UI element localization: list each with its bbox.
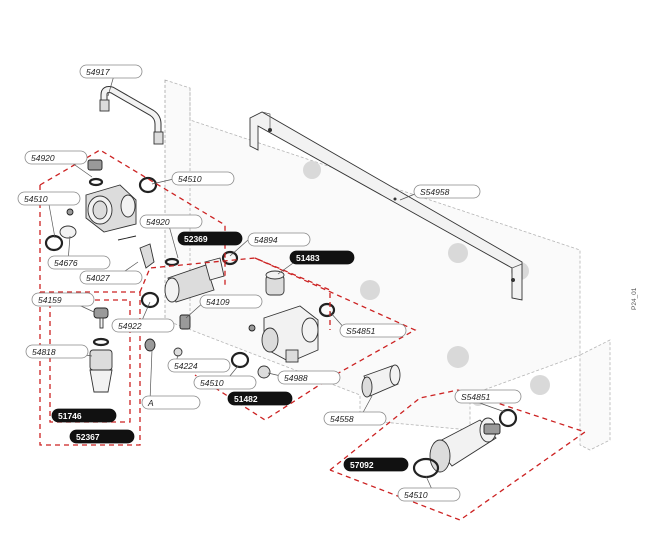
label-54159: 54159 <box>31 292 95 307</box>
svg-text:A: A <box>147 398 154 408</box>
svg-text:57092: 57092 <box>350 460 374 470</box>
svg-text:54988: 54988 <box>284 373 308 383</box>
center-fitting-group <box>140 250 239 357</box>
svg-text:54109: 54109 <box>206 297 230 307</box>
label-S54958: S54958 <box>413 184 481 199</box>
label-54558: 54558 <box>323 411 387 426</box>
svg-text:54558: 54558 <box>330 414 354 424</box>
cartridge-left <box>89 307 113 393</box>
label-54894: 54894 <box>247 232 311 247</box>
svg-text:54159: 54159 <box>38 295 62 305</box>
label-54920: 54920 <box>24 150 88 165</box>
svg-text:51482: 51482 <box>234 394 258 404</box>
drawing-code: P24_01 <box>631 287 638 310</box>
svg-text:54224: 54224 <box>174 361 198 371</box>
label-S54851: S54851 <box>454 389 522 404</box>
connector-fitting <box>361 364 401 398</box>
bent-pipe <box>99 86 164 145</box>
label-51746: 51746 <box>51 408 117 423</box>
label-52369: 52369 <box>177 231 243 246</box>
label-54510: 54510 <box>193 375 257 390</box>
svg-text:54917: 54917 <box>86 67 110 77</box>
label-54109: 54109 <box>199 294 263 309</box>
svg-text:52367: 52367 <box>76 432 100 442</box>
svg-text:54510: 54510 <box>24 194 48 204</box>
label-54510: 54510 <box>397 487 461 502</box>
svg-text:54027: 54027 <box>86 273 110 283</box>
svg-text:52369: 52369 <box>184 234 208 244</box>
svg-text:S54958: S54958 <box>420 187 450 197</box>
valve-body-left <box>44 159 158 269</box>
label-54224: 54224 <box>167 358 231 373</box>
label-54510: 54510 <box>171 171 235 186</box>
svg-text:51746: 51746 <box>58 411 82 421</box>
label-51482: 51482 <box>227 391 293 406</box>
svg-text:54894: 54894 <box>254 235 278 245</box>
label-54917: 54917 <box>79 64 143 79</box>
label-54920: 54920 <box>139 214 203 229</box>
label-54676: 54676 <box>47 255 111 270</box>
background-frame <box>164 79 611 451</box>
svg-text:54510: 54510 <box>200 378 224 388</box>
part-labels: 54917 54920 54510 54510 54920 52369 5489… <box>17 64 522 502</box>
svg-text:54818: 54818 <box>32 347 56 357</box>
label-54922: 54922 <box>111 318 175 333</box>
label-52367: 52367 <box>69 429 135 444</box>
label-callout-a: A <box>141 395 201 410</box>
label-54988: 54988 <box>277 370 341 385</box>
label-54510: 54510 <box>17 191 81 206</box>
label-57092: 57092 <box>343 457 409 472</box>
svg-text:54920: 54920 <box>31 153 55 163</box>
label-51483: 51483 <box>289 250 355 265</box>
label-54818: 54818 <box>25 344 89 359</box>
svg-text:54510: 54510 <box>178 174 202 184</box>
label-S54851: S54851 <box>339 323 407 338</box>
svg-text:54920: 54920 <box>146 217 170 227</box>
valve-body-center <box>230 270 336 379</box>
svg-text:54922: 54922 <box>118 321 142 331</box>
label-54027: 54027 <box>79 270 143 285</box>
svg-text:54676: 54676 <box>54 258 78 268</box>
svg-text:51483: 51483 <box>296 253 320 263</box>
svg-text:S54851: S54851 <box>346 326 376 336</box>
svg-text:S54851: S54851 <box>461 392 491 402</box>
cartridge-right <box>412 408 518 479</box>
mounting-bracket <box>249 111 523 301</box>
svg-text:54510: 54510 <box>404 490 428 500</box>
